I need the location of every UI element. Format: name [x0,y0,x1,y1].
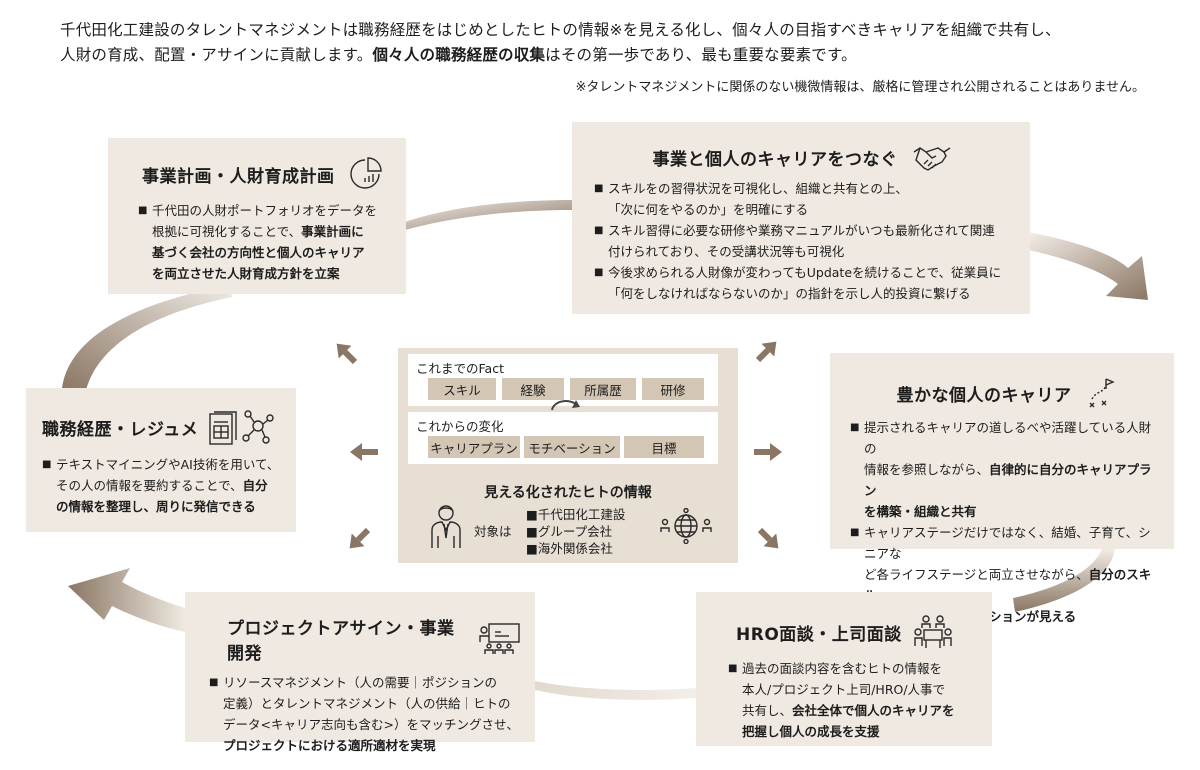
list-item: スキルをの習得状況を可視化し、組織と共有との上、「次に何をやるのか」を明確にする [594,178,1010,220]
box-hro-interview-header: HRO面談・上司面談 [736,614,982,650]
box-resume: 職務経歴・レジュメ テキストマイニングやAI技術を用いて、その人の情報を要約する… [26,388,296,532]
handshake-icon [912,142,952,172]
presentation-icon [479,622,521,656]
list-item: 提示されるキャリアの道しるべや活躍している人財の情報を参照しながら、自律的に自分… [850,417,1162,522]
center-panel: これまでのFact スキル 経験 所属歴 研修 これからの変化 キャリアプラン … [398,348,738,563]
box-rich-career-title: 豊かな個人のキャリア [896,385,1072,406]
arc-top [405,200,572,230]
target-label: 対象は [474,524,512,539]
pie-chart-icon [347,156,383,192]
box-business-plan-title: 事業計画・人財育成計画 [142,166,335,187]
intro-line-1: 千代田化工建設のタレントマネジメントは職務経歴をはじめとしたヒトの情報※を見える… [60,21,1061,39]
arc-bottom [535,681,696,700]
box-project-assign-header: プロジェクトアサイン・事業開発 [227,614,521,664]
intro-line-2-plain: 人財の育成、配置・アサインに貢献します。 [60,46,373,64]
box-connect-career-list: スキルをの習得状況を可視化し、組織と共有との上、「次に何をやるのか」を明確にする… [594,178,1010,304]
footnote: ※タレントマネジメントに関係のない機微情報は、厳格に管理され公開されることはあり… [575,80,1145,95]
list-item: 過去の面談内容を含むヒトの情報を本人/プロジェクト上司/HRO/人事で共有し、会… [728,658,982,742]
list-item: リソースマネジメント（人の需要｜ポジションの定義）とタレントマネジメント（人の供… [209,672,521,756]
change-chip-career-plan: キャリアプラン [428,436,520,458]
visualized-title: 見える化されたヒトの情報 [484,485,652,501]
box-project-assign-list: リソースマネジメント（人の需要｜ポジションの定義）とタレントマネジメント（人の供… [209,672,521,756]
fact-chip-training: 研修 [642,378,704,400]
fact-chip-skill: スキル [428,378,496,400]
list-item: 千代田の人財ポートフォリオをデータを根拠に可視化することで、事業計画に基づく会社… [138,200,384,284]
list-item: キャリアステージだけではなく、結婚、子育て、シニアなど各ライフステージと両立させ… [850,522,1162,627]
global-network-icon [660,507,712,545]
document-network-icon [208,408,275,446]
box-project-assign-title: プロジェクトアサイン・事業開発 [227,619,455,664]
box-connect-career-header: 事業と個人のキャリアをつなぐ [594,142,1010,172]
arc-left [62,285,232,390]
list-item: スキル習得に必要な研修や業務マニュアルがいつも最新化されて関連付けられており、そ… [594,220,1010,262]
box-business-plan-list: 千代田の人財ポートフォリオをデータを根拠に可視化することで、事業計画に基づく会社… [138,200,384,284]
businessperson-icon [428,504,464,548]
change-chip-motivation: モチベーション [524,436,620,458]
arc-top-right [1028,232,1148,300]
target-item: ■海外関係会社 [526,541,613,556]
change-chip-goal: 目標 [624,436,704,458]
intro-text: 千代田化工建設のタレントマネジメントは職務経歴をはじめとしたヒトの情報※を見える… [60,18,1170,68]
fact-bar: これまでのFact スキル 経験 所属歴 研修 [408,354,718,406]
list-item: 今後求められる人財像が変わってもUpdateを続けることで、従業員に「何をしなけ… [594,262,1010,304]
intro-line-2: 人財の育成、配置・アサインに貢献します。個々人の職務経歴の収集はその第一歩であり… [60,43,1170,68]
fact-chip-experience: 経験 [502,378,564,400]
fact-chip-affiliation: 所属歴 [570,378,636,400]
box-resume-list: テキストマイニングやAI技術を用いて、その人の情報を要約することで、自分の情報を… [42,454,286,517]
box-project-assign: プロジェクトアサイン・事業開発 リソースマネジメント（人の需要｜ポジションの定義… [185,592,535,753]
intro-line-2-tail: はその第一歩であり、最も重要な要素です。 [545,46,857,64]
strategy-icon [1086,377,1116,409]
change-label: これからの変化 [416,419,504,434]
box-resume-header: 職務経歴・レジュメ [42,408,286,446]
box-resume-title: 職務経歴・レジュメ [42,419,199,440]
fact-label: これまでのFact [416,361,504,376]
box-connect-career-title: 事業と個人のキャリアをつなぐ [652,149,898,170]
box-hro-interview: HRO面談・上司面談 過去の面談内容を含むヒトの情報を本人/プロジェクト上司/H… [696,592,992,746]
box-hro-interview-title: HRO面談・上司面談 [736,624,902,645]
target-list: ■千代田化工建設 ■グループ会社 ■海外関係会社 [526,506,625,557]
target-item: ■千代田化工建設 [526,507,626,522]
box-rich-career-list: 提示されるキャリアの道しるべや活躍している人財の情報を参照しながら、自律的に自分… [850,417,1162,627]
box-business-plan-header: 事業計画・人財育成計画 [142,156,384,192]
meeting-icon [914,614,952,650]
list-item: テキストマイニングやAI技術を用いて、その人の情報を要約することで、自分の情報を… [42,454,286,517]
box-connect-career: 事業と個人のキャリアをつなぐ スキルをの習得状況を可視化し、組織と共有との上、「… [572,122,1030,314]
target-item: ■グループ会社 [526,524,613,539]
box-rich-career-header: 豊かな個人のキャリア [850,377,1162,409]
change-bar: これからの変化 キャリアプラン モチベーション 目標 [408,412,718,464]
arc-bottom-left [68,568,185,632]
box-rich-career: 豊かな個人のキャリア 提示されるキャリアの道しるべや活躍している人財の情報を参照… [830,353,1174,624]
box-hro-interview-list: 過去の面談内容を含むヒトの情報を本人/プロジェクト上司/HRO/人事で共有し、会… [728,658,982,742]
intro-line-2-bold: 個々人の職務経歴の収集 [372,46,546,64]
box-business-plan: 事業計画・人財育成計画 千代田の人財ポートフォリオをデータを根拠に可視化すること… [108,138,406,294]
